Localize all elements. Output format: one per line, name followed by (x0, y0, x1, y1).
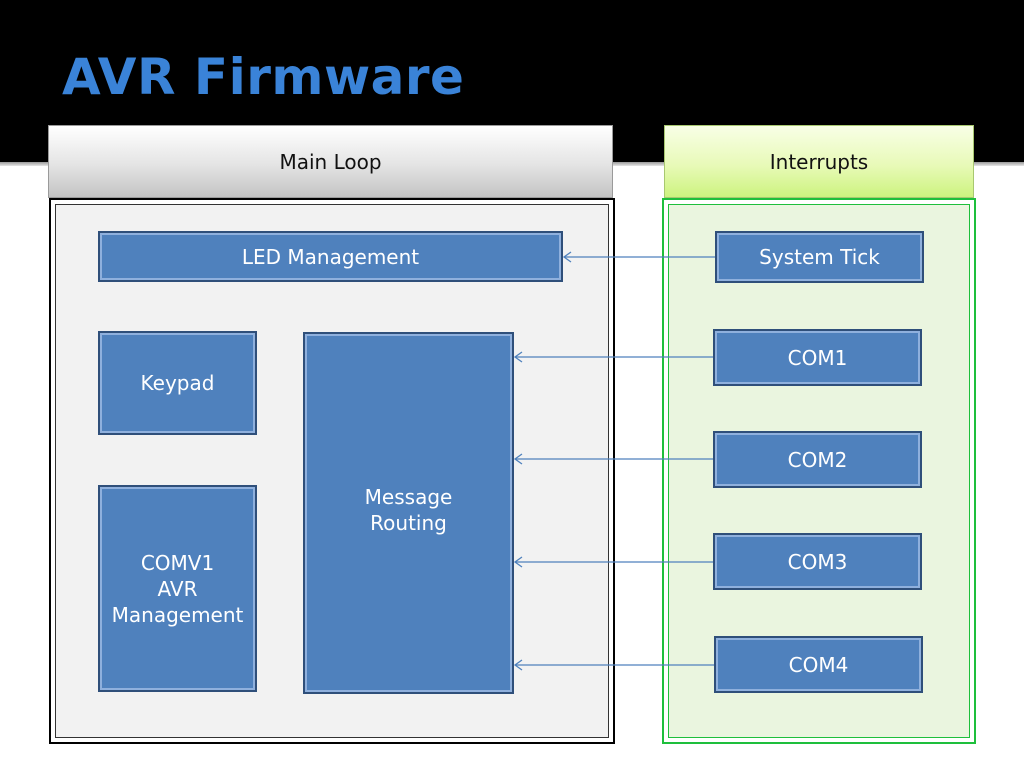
message-routing-block: Message Routing (303, 332, 514, 694)
keypad-block: Keypad (98, 331, 257, 435)
slide-title: AVR Firmware (62, 48, 465, 106)
com2-block: COM2 (713, 431, 922, 488)
system-tick-block: System Tick (715, 231, 924, 283)
led-management-block: LED Management (98, 231, 563, 282)
com4-block: COM4 (714, 636, 923, 693)
interrupts-header: Interrupts (664, 125, 974, 198)
com1-block: COM1 (713, 329, 922, 386)
comv1-avr-management-block: COMV1 AVR Management (98, 485, 257, 692)
main-loop-header: Main Loop (48, 125, 613, 198)
com3-block: COM3 (713, 533, 922, 590)
